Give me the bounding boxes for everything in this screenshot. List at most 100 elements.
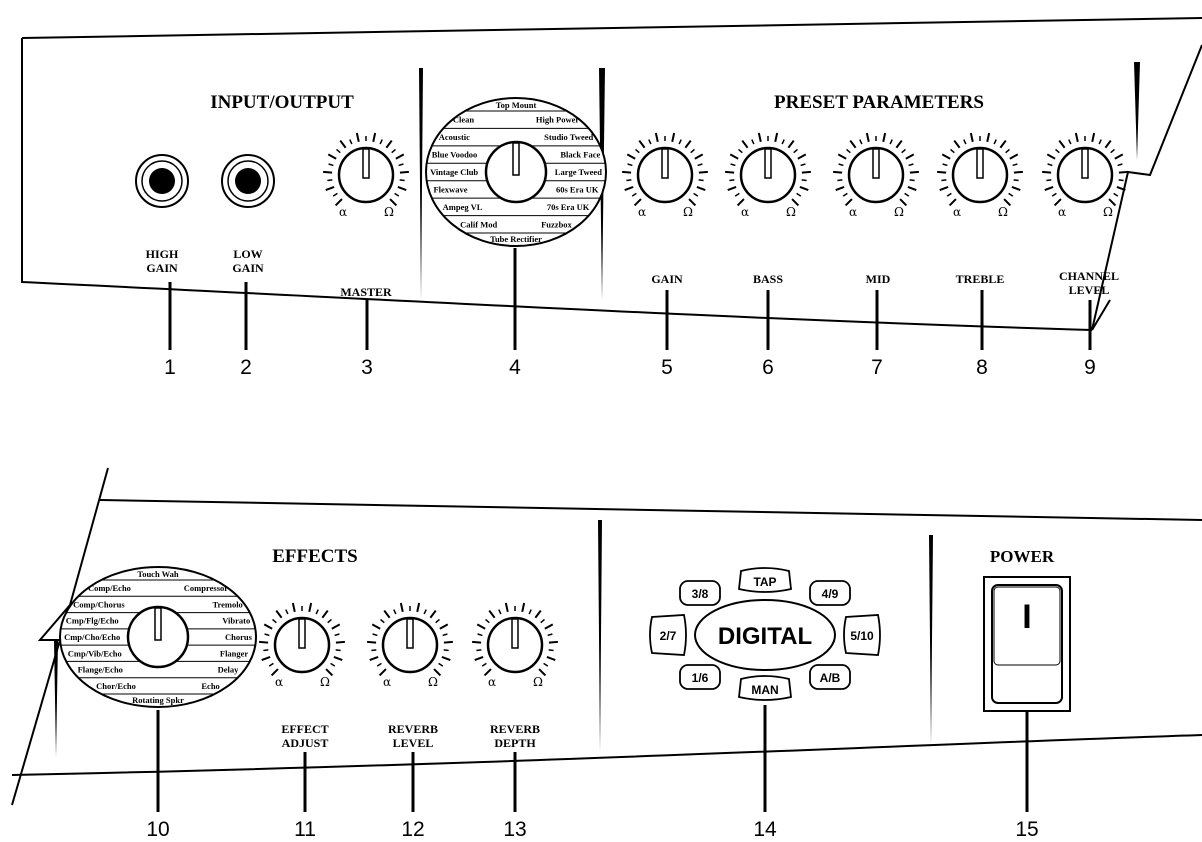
master-knob-max-symbol: Ω (384, 205, 394, 219)
channel-level-label-2: LEVEL (1069, 283, 1110, 297)
amp-model-option-left-3: Vintage Club (430, 167, 478, 177)
digital-button-a-b[interactable]: A/B (809, 664, 851, 690)
callout-number-14: 14 (753, 818, 777, 841)
effect-type-option-right-2: Vibrato (222, 616, 250, 626)
gain-label: GAIN (651, 272, 683, 286)
callout-number-5: 5 (661, 356, 673, 379)
digital-button-4-9[interactable]: 4/9 (809, 580, 851, 606)
digital-button-label-4: MAN (751, 683, 778, 697)
treble-label: TREBLE (956, 272, 1005, 286)
digital-button-label-3: A/B (820, 671, 841, 685)
bottom-panel-outline (11, 467, 1202, 806)
bottom-section-dividers (54, 520, 933, 757)
effect-type-option-right-4: Flanger (220, 648, 249, 658)
digital-button-label-6: 2/7 (660, 629, 677, 643)
master-knob-min-symbol: α (339, 205, 347, 219)
effect-type-option-right-1: Tremolo (212, 599, 242, 609)
effect-adjust-label-1: EFFECT (281, 722, 328, 736)
callout-number-15: 15 (1015, 818, 1038, 841)
divider-preset-edge (1134, 62, 1140, 160)
amp-model-option-right-5: 70s Era UK (547, 202, 590, 212)
effect-type-option-right-6: Echo (201, 681, 219, 691)
callout-number-6: 6 (762, 356, 774, 379)
callout-number-10: 10 (146, 818, 169, 841)
amp-model-option-left-4: Flexwave (433, 184, 467, 194)
callout-number-13: 13 (503, 818, 526, 841)
effect-type-option-left-1: Comp/Chorus (73, 599, 125, 609)
amp-model-option-right-2: Black Face (560, 150, 600, 160)
digital-button-1-6[interactable]: 1/6 (679, 664, 721, 690)
amp-model-option-left-1: Acoustic (439, 132, 470, 142)
digital-button-2-7[interactable]: 2/7 (649, 614, 687, 656)
callout-number-8: 8 (976, 356, 988, 379)
effect-type-option-bottom: Rotating Spkr (132, 695, 184, 705)
callout-number-2: 2 (240, 356, 252, 379)
callout-number-1: 1 (164, 356, 176, 379)
callout-number-7: 7 (871, 356, 883, 379)
reverb-depth-label-1: REVERB (490, 722, 540, 736)
effect-type-option-top: Touch Wah (137, 569, 179, 579)
effect-adjust-knob-max-symbol: Ω (320, 675, 330, 689)
digital-button-man[interactable]: MAN (738, 675, 792, 701)
reverb-depth-knob-min-symbol: α (488, 675, 496, 689)
amp-model-option-right-1: Studio Tweed (544, 132, 593, 142)
channel-level-knob-min-symbol: α (1058, 205, 1066, 219)
low-gain-jack[interactable] (221, 154, 275, 208)
effect-type-option-right-0: Compressor (184, 583, 228, 593)
digital-button-label-0: TAP (753, 575, 776, 589)
effects-title: EFFECTS (272, 546, 358, 567)
reverb-level-label-2: LEVEL (393, 736, 434, 750)
amp-model-option-right-0: High Power (536, 115, 579, 125)
mid-label: MID (866, 272, 891, 286)
mid-knob-max-symbol: Ω (894, 205, 904, 219)
treble-knob-max-symbol: Ω (998, 205, 1008, 219)
effect-type-option-right-3: Chorus (225, 632, 253, 642)
amp-model-option-bottom: Tube Rectifier (490, 234, 542, 244)
effect-type-option-left-0: Comp/Echo (88, 583, 131, 593)
amp-model-option-left-0: Clean (453, 115, 475, 125)
power-on-symbol: I (1022, 598, 1031, 636)
bass-knob-min-symbol: α (741, 205, 749, 219)
digital-button-5-10[interactable]: 5/10 (843, 614, 881, 656)
gain-knob-max-symbol: Ω (683, 205, 693, 219)
reverb-level-knob-min-symbol: α (383, 675, 391, 689)
reverb-depth-knob-max-symbol: Ω (533, 675, 543, 689)
digital-button-3-8[interactable]: 3/8 (679, 580, 721, 606)
divider-io-master (419, 68, 423, 300)
gain-knob-min-symbol: α (638, 205, 646, 219)
callout-number-3: 3 (361, 356, 373, 379)
digital-center-ellipse (694, 599, 836, 671)
channel-level-label-1: CHANNEL (1059, 269, 1119, 283)
high-gain-jack[interactable] (135, 154, 189, 208)
amp-model-option-top: Top Mount (496, 100, 537, 110)
mid-knob-min-symbol: α (849, 205, 857, 219)
high-gain-label-1: HIGH (146, 247, 179, 261)
digital-button-tap[interactable]: TAP (738, 567, 792, 593)
input-output-title: INPUT/OUTPUT (210, 92, 354, 113)
power-title: POWER (990, 547, 1055, 566)
digital-button-label-5: 1/6 (692, 671, 709, 685)
treble-knob-min-symbol: α (953, 205, 961, 219)
effect-type-option-right-5: Delay (218, 665, 240, 675)
digital-button-label-1: 4/9 (822, 587, 839, 601)
amp-model-option-right-6: Fuzzbox (541, 219, 572, 229)
divider-digital-power (929, 535, 933, 745)
leader-lines (156, 248, 1092, 812)
reverb-level-knob-max-symbol: Ω (428, 675, 438, 689)
bass-knob-max-symbol: Ω (786, 205, 796, 219)
power-switch[interactable]: I (983, 576, 1071, 712)
